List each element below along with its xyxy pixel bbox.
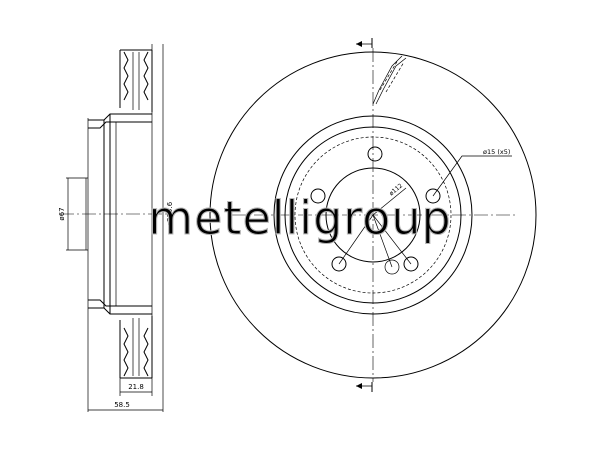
dimension-disc-thickness: 21.8 bbox=[128, 383, 144, 391]
watermark-logo: metelligroup bbox=[148, 191, 451, 245]
dimension-hub-diameter: ø67 bbox=[58, 207, 66, 220]
side-view bbox=[60, 44, 175, 412]
dimension-bolt-holes: ø15 (x5) bbox=[483, 148, 510, 156]
dimension-total-height: 58.5 bbox=[114, 401, 130, 409]
front-view bbox=[209, 38, 537, 392]
dimension-disc-diameter: ø299.6 bbox=[166, 201, 174, 226]
